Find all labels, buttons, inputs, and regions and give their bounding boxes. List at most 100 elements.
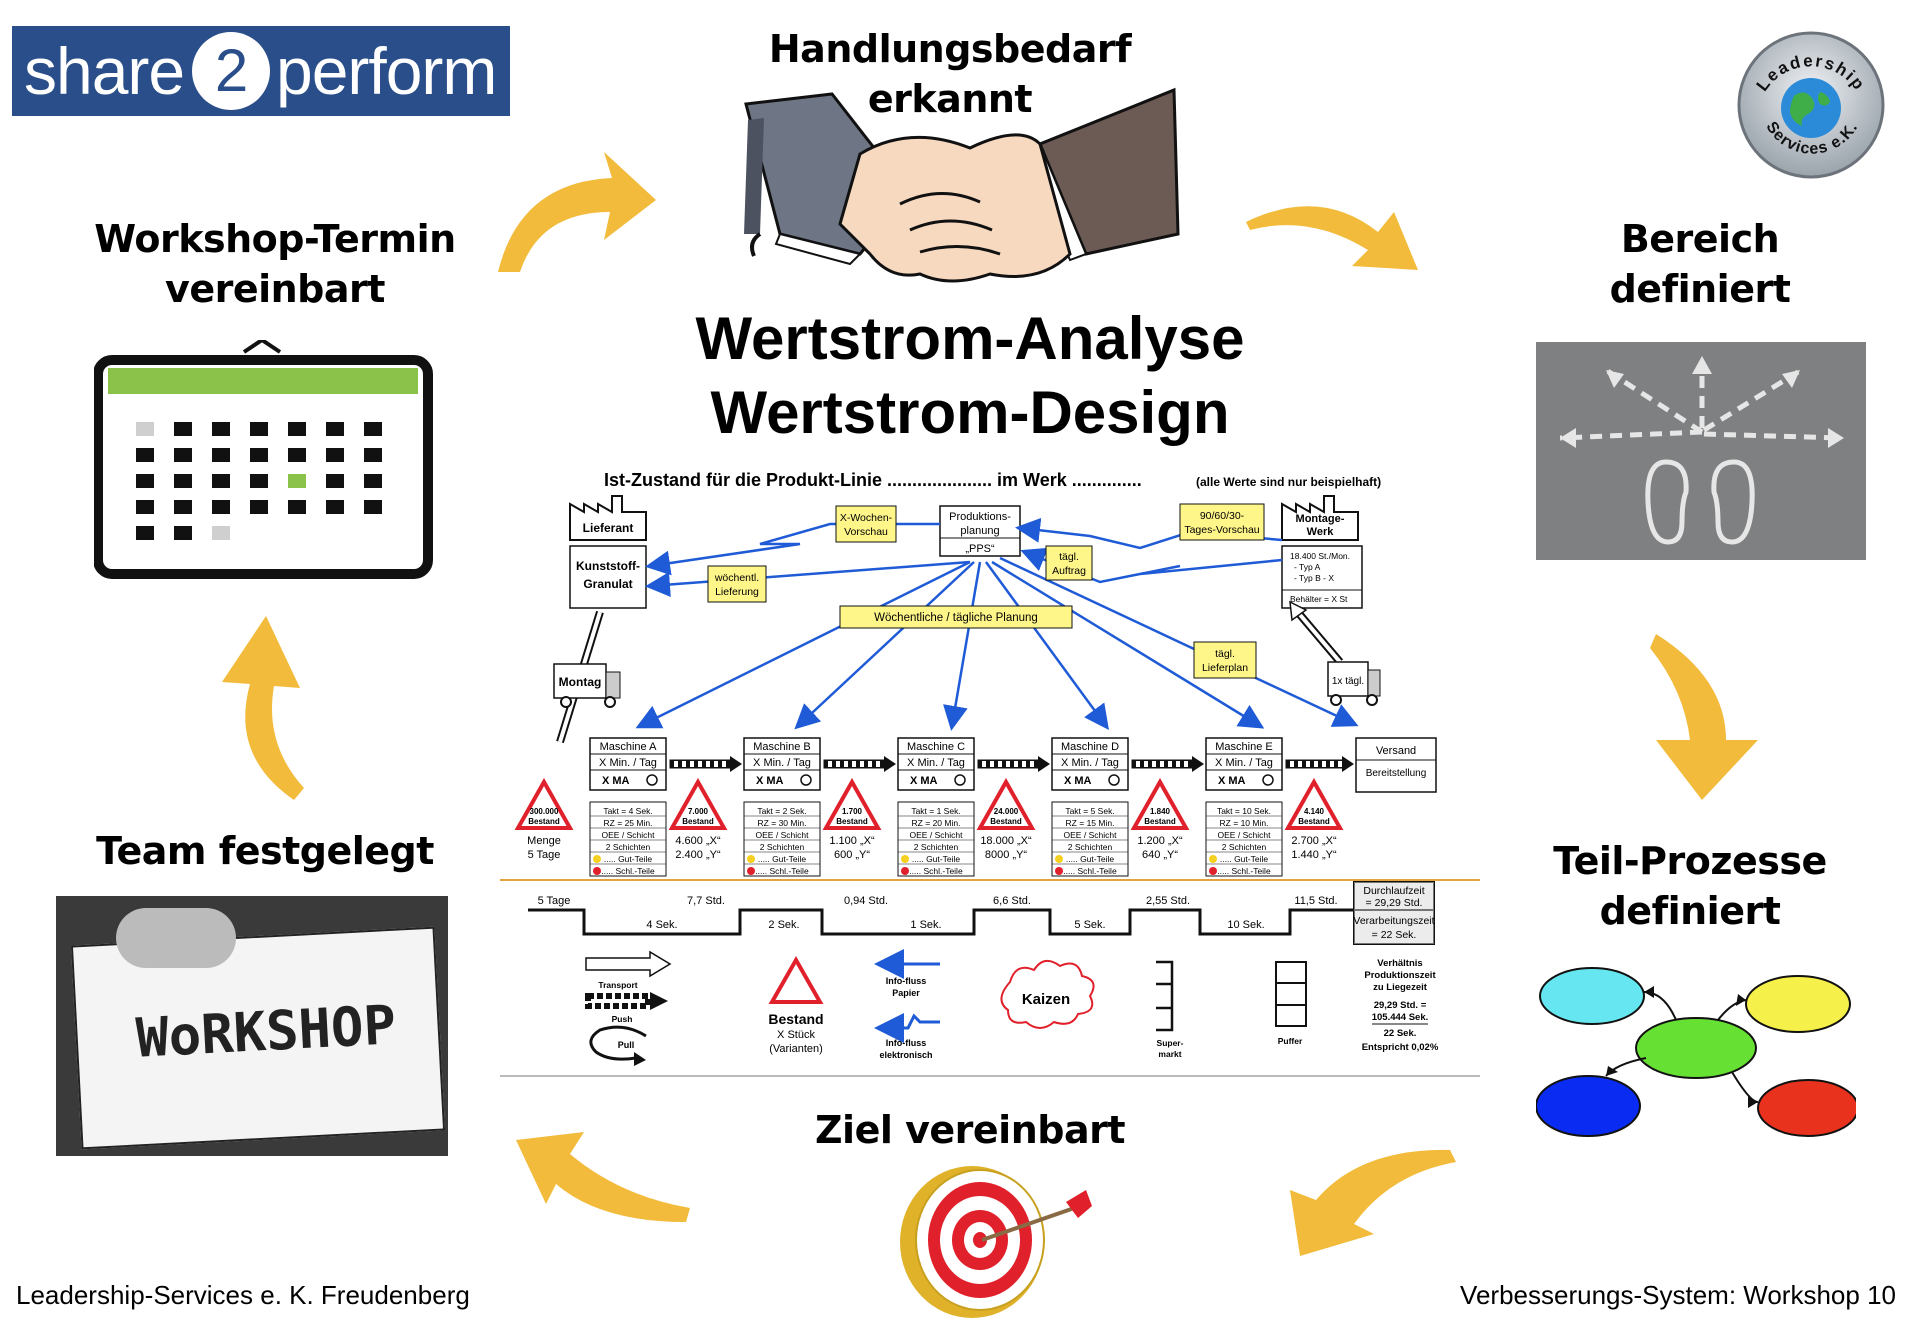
svg-text:..... Schl.-Teile: ..... Schl.-Teile <box>1217 866 1271 876</box>
svg-text:RZ = 25 Min.: RZ = 25 Min. <box>604 818 653 828</box>
svg-text:OEE / Schicht: OEE / Schicht <box>910 830 964 840</box>
calendar-day <box>174 526 192 540</box>
main-title-design: Wertstrom-Design <box>710 379 1230 446</box>
smiley-icon <box>1209 855 1217 863</box>
svg-text:Behälter = X St: Behälter = X St <box>1290 594 1348 604</box>
truck-icon <box>553 663 607 699</box>
svg-text:= 29,29 Std.: = 29,29 Std. <box>1366 897 1423 909</box>
svg-text:X Min. / Tag: X Min. / Tag <box>1215 757 1273 769</box>
svg-text:- Typ B - X: - Typ B - X <box>1294 573 1334 583</box>
svg-text:Bestand: Bestand <box>1144 817 1176 826</box>
calendar-day <box>250 500 268 514</box>
cycle-arrow-icon <box>1650 634 1758 800</box>
svg-text:X MA: X MA <box>1064 775 1092 787</box>
timeline-process: 10 Sek. <box>1227 919 1264 931</box>
svg-text:4.600 „X“: 4.600 „X“ <box>675 835 721 847</box>
svg-text:X Min. / Tag: X Min. / Tag <box>753 757 811 769</box>
operator-icon <box>1262 774 1274 786</box>
svg-text:planung: planung <box>960 525 999 537</box>
svg-text:..... Gut-Teile: ..... Gut-Teile <box>1066 854 1114 864</box>
step-teil-prozesse: Teil-Prozesse definiert <box>1553 839 1827 933</box>
machine-data: Takt = 1 Sek.RZ = 20 Min.OEE / Schicht2 … <box>897 801 975 877</box>
svg-text:Info-fluss: Info-fluss <box>886 1038 927 1048</box>
svg-text:..... Schl.-Teile: ..... Schl.-Teile <box>601 866 655 876</box>
svg-text:Takt = 5 Sek.: Takt = 5 Sek. <box>1065 806 1114 816</box>
bubble-cyan <box>1539 967 1645 1025</box>
direction-arrows-photo <box>1536 342 1866 560</box>
svg-text:(Varianten): (Varianten) <box>769 1043 823 1055</box>
svg-text:Verhältnis: Verhältnis <box>1377 958 1422 969</box>
sad-icon <box>1055 867 1063 875</box>
svg-text:OEE / Schicht: OEE / Schicht <box>756 830 810 840</box>
footprints-icon <box>1645 459 1755 545</box>
svg-text:X-Wochen-: X-Wochen- <box>840 512 893 524</box>
svg-text:Takt = 1 Sek.: Takt = 1 Sek. <box>911 806 960 816</box>
calendar-day <box>250 474 268 488</box>
svg-text:Bestand: Bestand <box>528 817 560 826</box>
svg-text:Takt = 2 Sek.: Takt = 2 Sek. <box>757 806 806 816</box>
svg-text:Lieferplan: Lieferplan <box>1202 662 1248 674</box>
calendar-day <box>136 500 154 514</box>
svg-text:..... Schl.-Teile: ..... Schl.-Teile <box>1063 866 1117 876</box>
svg-text:OEE / Schicht: OEE / Schicht <box>1064 830 1118 840</box>
svg-text:Montag: Montag <box>559 675 602 689</box>
kaizen-burst-icon <box>1000 959 1095 1029</box>
svg-text:Bestand: Bestand <box>682 817 714 826</box>
svg-text:X Min. / Tag: X Min. / Tag <box>599 757 657 769</box>
svg-text:640 „Y“: 640 „Y“ <box>1142 849 1178 861</box>
sad-icon <box>1209 867 1217 875</box>
bubble-blue <box>1536 1075 1641 1137</box>
cycle-arrow-icon <box>498 152 656 272</box>
factory-icon <box>569 495 647 541</box>
bubble-yellow <box>1745 975 1851 1033</box>
svg-text:X MA: X MA <box>910 775 938 787</box>
sad-icon <box>593 867 601 875</box>
svg-text:Info-fluss: Info-fluss <box>886 976 927 986</box>
vsm-header-note: (alle Werte sind nur beispielhaft) <box>1196 475 1381 489</box>
svg-text:1.700: 1.700 <box>842 807 863 816</box>
info-electronic-arrow-icon <box>874 1013 940 1043</box>
svg-text:RZ = 30 Min.: RZ = 30 Min. <box>758 818 807 828</box>
bubble-green <box>1635 1017 1757 1079</box>
calendar-day <box>250 448 268 462</box>
svg-text:..... Gut-Teile: ..... Gut-Teile <box>1220 854 1268 864</box>
calendar-day <box>212 422 230 436</box>
step-team: Team festgelegt <box>96 829 434 873</box>
operator-icon <box>646 774 658 786</box>
leadership-services-badge: Leadership Services e.K. <box>1737 31 1885 179</box>
cycle-arrow-icon <box>516 1132 690 1222</box>
svg-text:wöchentl.: wöchentl. <box>714 572 759 584</box>
svg-text:Maschine A: Maschine A <box>600 741 658 753</box>
calendar-day <box>288 448 306 462</box>
timeline-process: 4 Sek. <box>646 919 677 931</box>
svg-text:2 Schichten: 2 Schichten <box>606 842 651 852</box>
truck-out: 1x tägl. <box>1289 600 1381 706</box>
svg-text:..... Gut-Teile: ..... Gut-Teile <box>758 854 806 864</box>
smiley-icon <box>747 855 755 863</box>
svg-text:8000 „Y“: 8000 „Y“ <box>985 849 1028 861</box>
calendar-day <box>288 422 306 436</box>
calendar-day <box>136 474 154 488</box>
production-planning: Produktions- planung „PPS“ <box>939 505 1021 557</box>
calendar-day <box>250 422 268 436</box>
workshop-photo: WoRKSHOP <box>56 896 448 1156</box>
calendar-day <box>364 474 382 488</box>
svg-text:Takt = 10 Sek.: Takt = 10 Sek. <box>1217 806 1271 816</box>
svg-text:OEE / Schicht: OEE / Schicht <box>1218 830 1272 840</box>
footer-left: Leadership-Services e. K. Freudenberg <box>16 1280 470 1310</box>
lead-time-box: Durchlaufzeit = 29,29 Std. Verarbeitungs… <box>1353 881 1435 945</box>
smiley-icon <box>1055 855 1063 863</box>
svg-text:Werk: Werk <box>1307 526 1335 538</box>
svg-text:Bestand: Bestand <box>836 817 868 826</box>
svg-text:300.000: 300.000 <box>530 807 559 816</box>
svg-text:2.400 „Y“: 2.400 „Y“ <box>675 849 721 861</box>
calendar-day <box>136 448 154 462</box>
calendar-day <box>364 500 382 514</box>
factory-icon <box>1281 495 1359 541</box>
supermarket-icon <box>1156 960 1174 1032</box>
buffer-icon <box>1275 961 1307 1027</box>
